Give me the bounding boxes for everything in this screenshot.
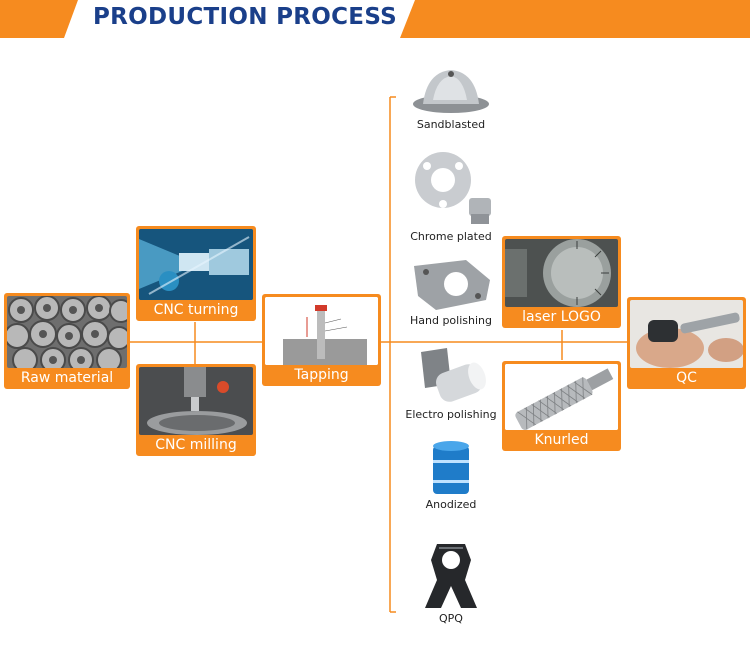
finish-label: QPQ [439,612,463,625]
step-raw-material: Raw material [4,293,130,389]
step-label: Knurled [534,432,589,448]
step-cnc-milling: CNC milling [136,364,256,456]
cnc-turning-image [139,229,253,300]
finish-anodized: Anodized [396,440,506,511]
hand-polishing-part-icon [414,260,490,310]
header-shape [0,0,750,38]
step-qc: QC [627,297,746,389]
step-label: Raw material [20,370,114,386]
finish-label: Anodized [425,498,477,511]
steel-coils-image [7,296,127,368]
step-label: QC [676,370,697,386]
qc-inspection-image [630,300,743,368]
qpq-part-icon [425,544,477,608]
step-label: laser LOGO [522,309,601,325]
anodized-part-icon [433,441,469,494]
sandblasted-part-icon [413,70,489,113]
electro-polishing-part-icon [421,348,486,402]
finish-label: Hand polishing [409,314,492,327]
finish-chrome-plated: Chrome plated [396,146,506,243]
step-cnc-turning: CNC turning [136,226,256,321]
step-label: Tapping [294,367,349,383]
step-laser-logo: laser LOGO [502,236,621,328]
laser-logo-image [505,239,618,307]
finish-label: Sandblasted [416,118,486,131]
finish-label: Electro polishing [405,408,497,421]
cnc-milling-image [139,367,253,435]
step-label: CNC turning [153,302,239,318]
finish-sandblasted: Sandblasted [396,62,506,131]
step-tapping: Tapping [262,294,381,386]
knurled-part-image [505,364,618,430]
header-banner: PRODUCTION PROCESS [0,0,750,38]
finish-hand-polishing: Hand polishing [396,256,506,327]
finish-label: Chrome plated [410,230,492,243]
tapping-diagram-image [265,297,378,365]
finish-electro-polishing: Electro polishing [396,344,506,421]
page-title: PRODUCTION PROCESS [92,4,398,30]
finish-qpq: QPQ [396,540,506,625]
chrome-plated-part-icon [415,152,491,224]
step-knurled: Knurled [502,361,621,451]
step-label: CNC milling [155,437,237,453]
